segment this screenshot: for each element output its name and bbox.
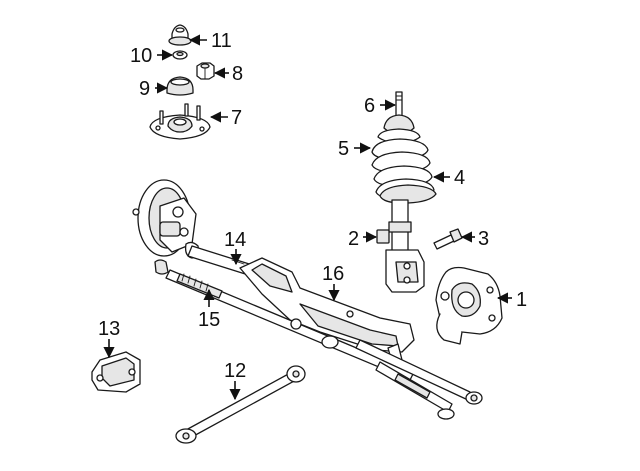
part-6-strut-rod	[395, 91, 403, 119]
part-3-bolt	[433, 228, 463, 250]
part-7-strut-mount	[149, 103, 211, 140]
callout-8: 8	[232, 63, 243, 85]
part-9-bumper	[166, 76, 194, 96]
brake-backing-plate	[132, 179, 200, 275]
callout-16: 16	[322, 263, 344, 285]
part-8-nut	[196, 62, 215, 80]
callout-6: 6	[364, 95, 375, 117]
part-11-cap	[168, 24, 192, 46]
part-13-mount-bracket	[91, 351, 141, 393]
part-2-bracket-clip	[376, 229, 390, 244]
callout-1: 1	[516, 289, 527, 311]
callout-11: 11	[211, 30, 232, 52]
callout-13: 13	[98, 318, 120, 340]
part-1-knuckle	[435, 266, 503, 345]
callout-7: 7	[231, 107, 242, 129]
callout-15: 15	[198, 309, 220, 331]
callout-4: 4	[454, 167, 465, 189]
callout-3: 3	[478, 228, 489, 250]
part-12-lateral-rod	[175, 365, 306, 444]
callout-12: 12	[224, 360, 246, 382]
trailing-arm-right	[355, 339, 483, 420]
callout-10: 10	[130, 45, 152, 67]
callout-5: 5	[338, 138, 349, 160]
callout-2: 2	[348, 228, 359, 250]
part-10-washer	[172, 50, 188, 60]
callout-9: 9	[139, 78, 150, 100]
callout-14: 14	[224, 229, 246, 251]
leader-lines	[103, 34, 512, 401]
part-4-strut-assembly	[371, 114, 437, 293]
callout-labels: 1 2 3 4 5 6 7 8 9 10 11 12 13 14 15 16	[98, 30, 527, 382]
part-16-crossmember	[239, 257, 415, 363]
